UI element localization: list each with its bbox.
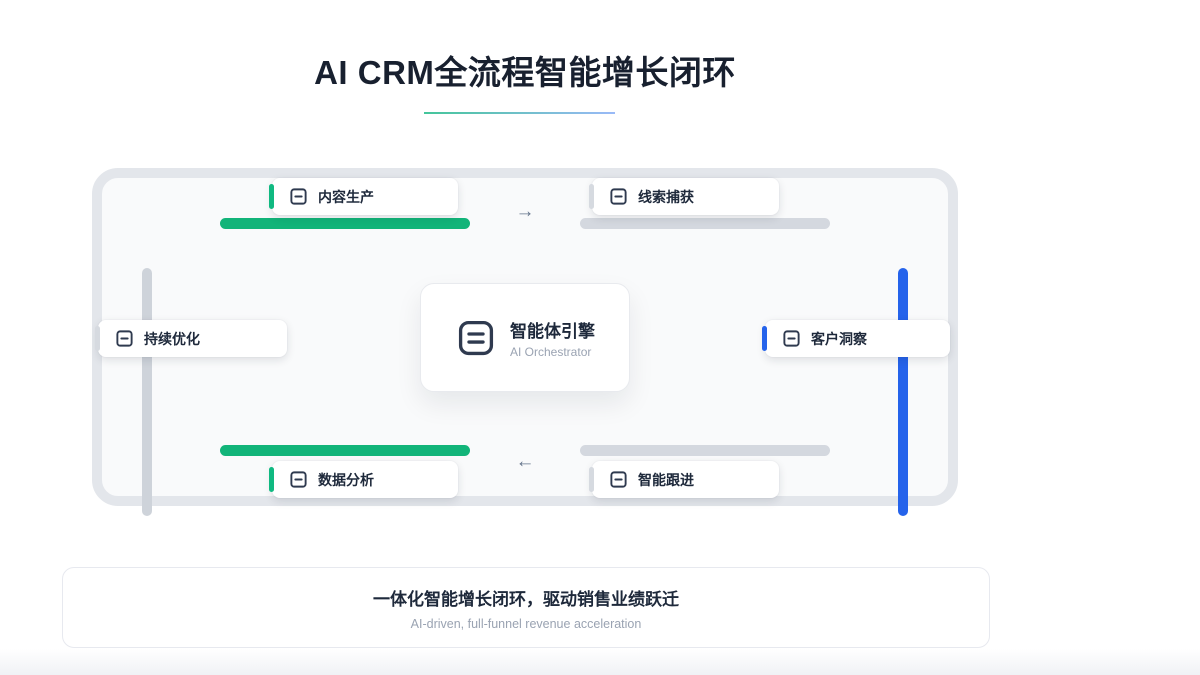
- node-label: 持续优化: [144, 330, 200, 347]
- summary-banner: 一体化智能增长闭环，驱动销售业绩跃迁 AI-driven, full-funne…: [62, 567, 990, 648]
- page-bottom-fade: [0, 649, 1200, 675]
- header: AI CRM全流程智能增长闭环: [0, 46, 1050, 114]
- minus-square-icon: [290, 471, 307, 488]
- minus-square-icon: [610, 471, 627, 488]
- ai-orchestrator-card: 智能体引擎 AI Orchestrator: [420, 283, 630, 392]
- title-gradient-underline: [424, 112, 615, 114]
- bottom-right-track-bar: [580, 445, 830, 456]
- node-content-production: 内容生产: [269, 178, 458, 215]
- orchestrator-engine-icon: [458, 320, 494, 355]
- flow-arrow-right-icon: →: [515, 201, 535, 222]
- summary-headline: 一体化智能增长闭环，驱动销售业绩跃迁: [373, 589, 679, 609]
- node-accent: [269, 467, 274, 492]
- top-left-progress-bar-green: [220, 218, 470, 229]
- node-accent: [762, 326, 767, 351]
- left-track-bar: [142, 268, 152, 516]
- summary-subline: AI-driven, full-funnel revenue accelerat…: [410, 616, 642, 631]
- node-label: 智能跟进: [638, 471, 694, 488]
- node-accent: [589, 184, 594, 209]
- orchestrator-text: 智能体引擎 AI Orchestrator: [510, 317, 595, 359]
- minus-square-icon: [116, 330, 133, 347]
- node-label: 线索捕获: [638, 188, 694, 205]
- node-lead-capture: 线索捕获: [589, 178, 779, 215]
- node-accent: [589, 467, 594, 492]
- node-customer-insight: 客户洞察: [762, 320, 950, 357]
- node-smart-followup: 智能跟进: [589, 461, 779, 498]
- right-progress-bar-blue: [898, 268, 908, 516]
- node-label: 内容生产: [318, 188, 374, 205]
- minus-square-icon: [290, 188, 307, 205]
- node-label: 客户洞察: [811, 330, 867, 347]
- minus-square-icon: [610, 188, 627, 205]
- node-accent: [269, 184, 274, 209]
- node-data-analysis: 数据分析: [269, 461, 458, 498]
- node-label: 数据分析: [318, 471, 374, 488]
- page-title: AI CRM全流程智能增长闭环: [314, 54, 736, 91]
- flow-arrow-left-icon: ←: [515, 451, 535, 472]
- node-accent: [95, 326, 100, 351]
- bottom-left-progress-bar-green: [220, 445, 470, 456]
- top-right-track-bar: [580, 218, 830, 229]
- node-continuous-optimization: 持续优化: [95, 320, 287, 357]
- minus-square-icon: [783, 330, 800, 347]
- orchestrator-title: 智能体引擎: [510, 321, 595, 341]
- orchestrator-subtitle: AI Orchestrator: [510, 344, 592, 359]
